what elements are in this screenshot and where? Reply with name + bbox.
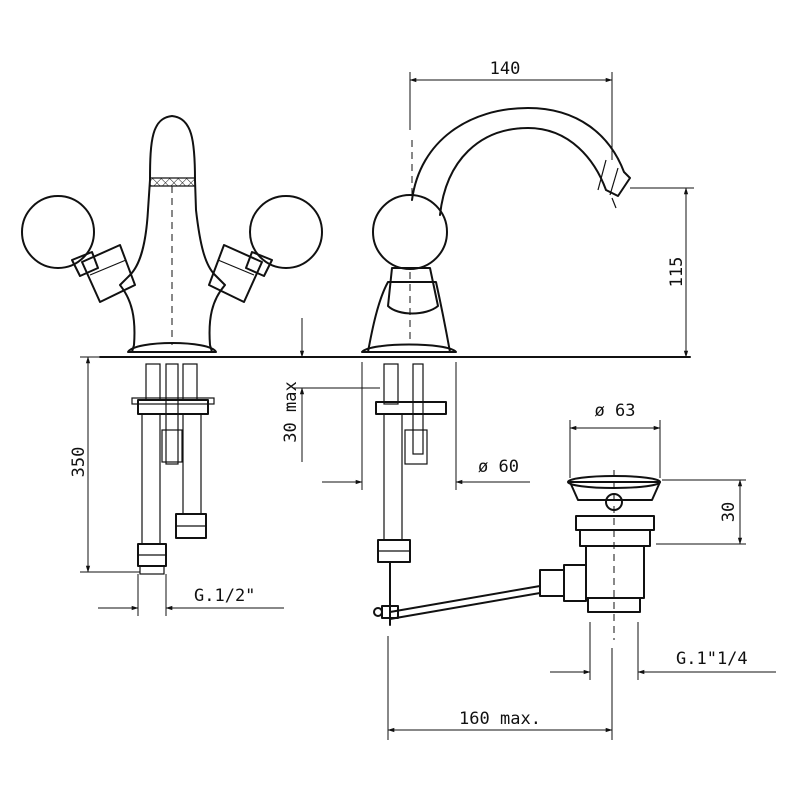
waste-flange [569,481,661,501]
right-flex-hose [182,413,202,515]
left-flex-hose [141,413,161,545]
dim-rod-length: 160 max. [459,709,541,729]
left-lever-arm [81,244,136,303]
waste-body [585,545,645,599]
front-view [21,115,691,575]
dim-supply-thread: G.1/2" [194,586,255,606]
side-lever-block [387,267,439,315]
dim-base-diameter: ø 60 [478,457,519,477]
right-lever-arm [208,244,263,303]
left-handle-knob [21,195,95,269]
side-flex-hose [383,413,403,541]
linkage-bar [389,585,541,613]
dim-total-height: 350 [69,447,89,478]
dimensions: 140 115 350 30 max ø 60 ø 63 30 [69,59,776,740]
dim-waste-height: 30 [719,502,739,522]
dim-spout-reach: 140 [490,59,521,79]
side-fixing-plate [375,401,447,415]
dim-waste-thread: G.1"1/4 [676,649,748,669]
waste-valve [539,470,661,640]
fixing-plate [137,399,209,415]
dim-spout-height: 115 [667,257,687,288]
side-body [367,281,451,353]
front-base [127,342,217,353]
dim-waste-diameter: ø 63 [595,401,636,421]
side-view [361,107,631,626]
right-handle-knob [249,195,323,269]
threaded-studs [145,363,198,465]
faucet-body [119,115,226,353]
side-handle-knob [372,194,448,270]
dim-deck-thickness: 30 max [281,381,301,442]
spout [411,107,631,216]
waste-connector [539,569,565,597]
